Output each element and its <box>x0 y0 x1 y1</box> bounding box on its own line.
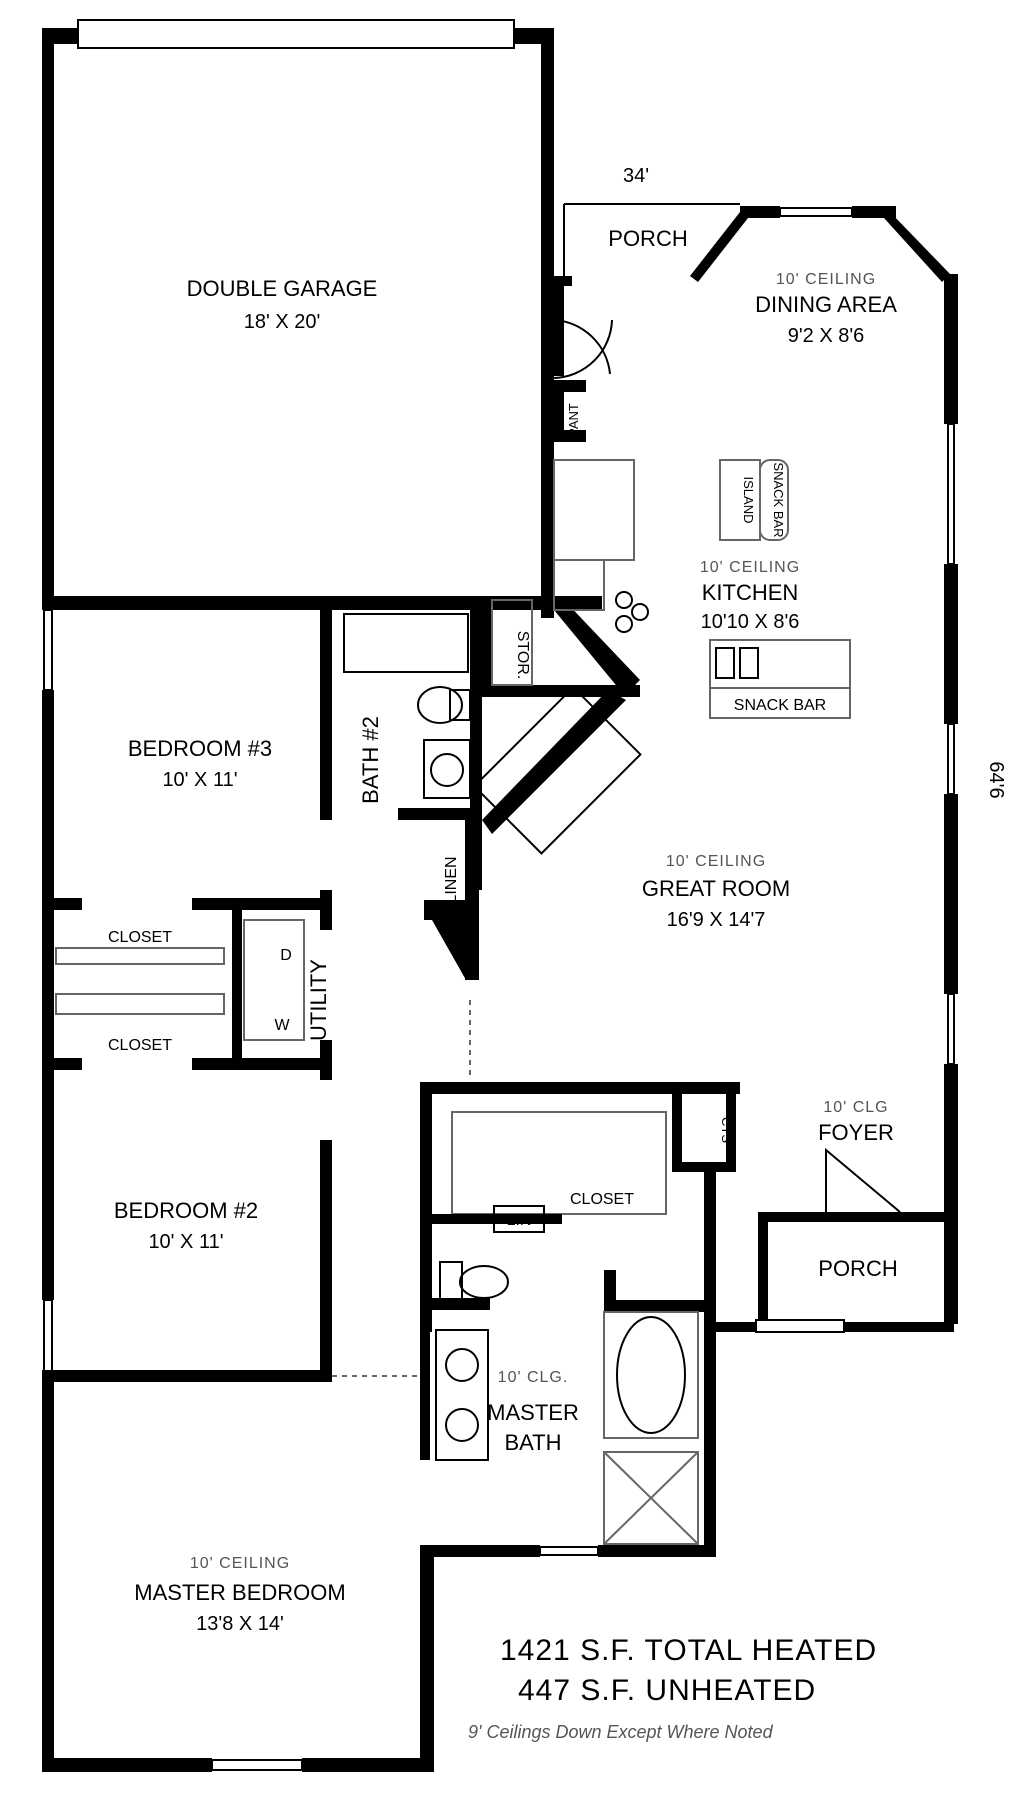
garage-size: 18' X 20' <box>244 311 321 333</box>
dining-size: 9'2 X 8'6 <box>788 325 865 347</box>
foyer-ceiling: 10' CLG <box>823 1099 888 1116</box>
storage-name: STOR. <box>514 631 531 680</box>
linen-name: LINEN <box>443 856 460 903</box>
closet-a-name: CLOSET <box>108 929 172 946</box>
master-closet-name: CLOSET <box>570 1191 634 1208</box>
pantry-name: PANT <box>566 403 581 437</box>
heated-sqft: 1421 S.F. TOTAL HEATED <box>500 1634 877 1667</box>
washer-label: W <box>274 1017 290 1034</box>
labels: 34' 64'6 DOUBLE GARAGE 18' X 20' PORCH 1… <box>108 165 1007 1742</box>
bedroom3-size: 10' X 11' <box>162 769 237 791</box>
coats-name: CTS <box>719 1117 734 1143</box>
closet-b-name: CLOSET <box>108 1037 172 1054</box>
master-bedroom-name: MASTER BEDROOM <box>134 1580 345 1605</box>
interior-walls <box>42 319 954 1545</box>
garage-name: DOUBLE GARAGE <box>187 276 378 301</box>
kitchen-name: KITCHEN <box>702 580 799 605</box>
ceiling-note: 9' Ceilings Down Except Where Noted <box>468 1722 774 1742</box>
kitchen-snack-bar: SNACK BAR <box>734 697 826 714</box>
kitchen-ceiling: 10' CEILING <box>700 559 800 576</box>
bedroom2-size: 10' X 11' <box>148 1231 223 1253</box>
master-bath-ceiling: 10' CLG. <box>498 1369 569 1386</box>
island-name: ISLAND <box>741 477 756 524</box>
dining-walls <box>554 203 958 1324</box>
top-width-dimension: 34' <box>623 165 649 187</box>
great-room-name: GREAT ROOM <box>642 876 790 901</box>
kitchen-size: 10'10 X 8'6 <box>701 611 800 633</box>
bedroom2-name: BEDROOM #2 <box>114 1198 258 1223</box>
utility-name: UTILITY <box>306 959 331 1041</box>
bedroom3-name: BEDROOM #3 <box>128 736 272 761</box>
master-bedroom-size: 13'8 X 14' <box>196 1613 284 1635</box>
dryer-label: D <box>280 947 292 964</box>
great-room-ceiling: 10' CEILING <box>666 853 766 870</box>
porch-top-name: PORCH <box>608 226 687 251</box>
left-walls <box>42 609 716 1772</box>
unheated-sqft: 447 S.F. UNHEATED <box>518 1674 816 1707</box>
master-closet-lin: LIN <box>507 1212 532 1229</box>
great-room-size: 16'9 X 14'7 <box>667 909 766 931</box>
dining-ceiling: 10' CEILING <box>776 271 876 288</box>
master-bath-name: MASTER <box>487 1400 579 1425</box>
master-bedroom-ceiling: 10' CEILING <box>190 1555 290 1572</box>
dining-name: DINING AREA <box>755 292 897 317</box>
right-depth-dimension: 64'6 <box>985 761 1007 798</box>
foyer-name: FOYER <box>818 1120 894 1145</box>
bath2-name: BATH #2 <box>358 716 383 804</box>
island-snack-bar: SNACK BAR <box>771 462 786 537</box>
porch-front-name: PORCH <box>818 1256 897 1281</box>
garage-walls <box>42 19 602 618</box>
master-bath-name2: BATH <box>504 1430 561 1455</box>
